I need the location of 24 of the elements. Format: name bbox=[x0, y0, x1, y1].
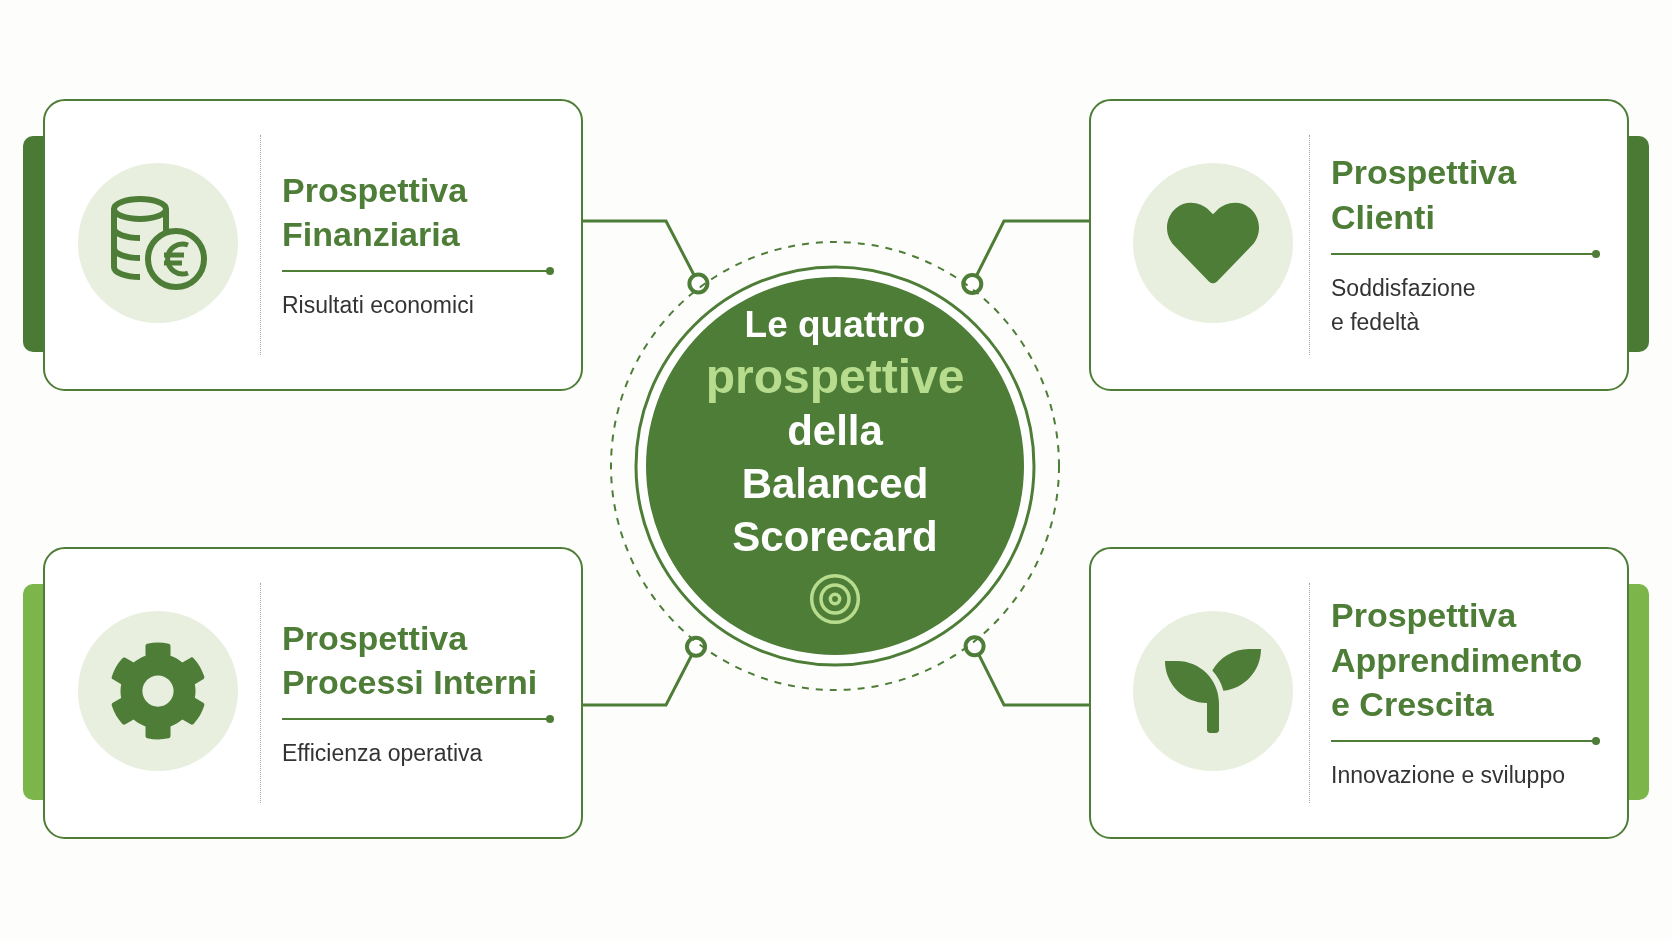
connector-line bbox=[583, 635, 707, 707]
card-subtitle: Efficienza operativa bbox=[282, 738, 483, 768]
perspective-card bbox=[43, 547, 583, 839]
card-subtitle: Innovazione e sviluppo bbox=[1331, 761, 1565, 791]
card-title: Prospettiva Clienti bbox=[1331, 152, 1518, 238]
card-title: Prospettiva Finanziaria bbox=[282, 169, 469, 255]
connector-line bbox=[963, 635, 1089, 707]
card-subtitle: Soddisfazione e fedeltà bbox=[1331, 273, 1477, 338]
center-title: della Balanced Scorecard bbox=[731, 406, 939, 562]
side-tab bbox=[23, 136, 43, 352]
connector-line bbox=[583, 219, 710, 295]
card-title: Prospettiva Apprendimento e Crescita bbox=[1331, 595, 1584, 725]
side-tab bbox=[1629, 136, 1649, 352]
card-title: Prospettiva Processi Interni bbox=[282, 617, 539, 703]
side-tab bbox=[1629, 584, 1649, 800]
side-tab bbox=[23, 584, 43, 800]
perspective-card bbox=[43, 99, 583, 391]
center-title: prospettive bbox=[705, 350, 965, 404]
card-subtitle: Risultati economici bbox=[282, 290, 474, 320]
center-title: Le quattro bbox=[744, 303, 926, 347]
center-circle bbox=[607, 238, 1063, 694]
connector-line bbox=[961, 219, 1089, 295]
perspective-card bbox=[1089, 99, 1629, 391]
perspective-card bbox=[1089, 547, 1629, 839]
